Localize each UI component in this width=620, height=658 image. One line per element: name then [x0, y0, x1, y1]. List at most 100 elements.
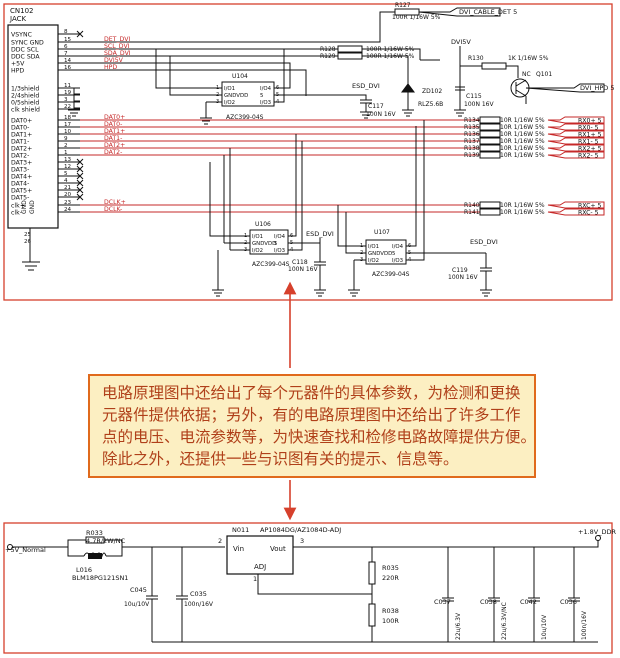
net-label: HPD [104, 64, 117, 71]
c118-value: 100N 16V [288, 266, 318, 273]
ic-pin-label: I/O3 [274, 248, 285, 254]
r038-body [368, 603, 376, 627]
out-cap-ref: C042 [520, 598, 537, 606]
c045-ref: C045 [130, 586, 147, 594]
r035-ref: R035 [382, 564, 399, 572]
clk-res-value: 10R 1/16W 5% [500, 209, 545, 216]
n011-adj: ADJ [254, 563, 266, 571]
out-cap-value: 22u/6.3V [455, 612, 462, 640]
shield-ground [68, 88, 80, 117]
net-label: DAT1+ [104, 128, 125, 135]
rx-res-value: 10R 1/16W 5% [500, 145, 545, 152]
n011-body [226, 535, 294, 575]
clk-resistor [479, 208, 501, 216]
clk-res-ref: R140 [464, 202, 480, 209]
u104-wires-left [155, 49, 222, 125]
pin-number: 4 [64, 178, 68, 184]
ic-pin-label: I/O3 [260, 100, 271, 106]
u107-part: AZC399-04S [372, 271, 410, 278]
u107-body [365, 239, 407, 265]
q101-nc: NC [522, 71, 531, 78]
clk-port [547, 208, 605, 216]
clk-net: RXC+ 5 [578, 203, 602, 210]
c045-value: 10u/10V [124, 601, 150, 608]
rx-res-ref: R139 [464, 152, 480, 159]
r033-body [85, 536, 105, 544]
no-connect-x [76, 193, 84, 201]
dvi-hpd-label: DVI_HPD 5 [580, 84, 615, 92]
ic-pin-label: GNDVDD [224, 93, 248, 99]
cable-det-label: DVI_CABLE_DET 5 [459, 8, 517, 16]
rx-net: RX1+ 5 [578, 132, 602, 139]
u104-ref: U104 [232, 73, 248, 80]
rx-res-value: 10R 1/16W 5% [500, 131, 545, 138]
u107-wires-right [406, 120, 486, 261]
pin-number: 9 [64, 136, 68, 142]
rx-res-ref: R136 [464, 131, 480, 138]
ic-pin-label: 5 [274, 241, 277, 247]
rx-net: RX0+ 5 [578, 118, 602, 125]
connector-name: JACK [9, 15, 26, 23]
c035-value: 100n/16V [184, 601, 214, 608]
out-cap [488, 547, 500, 642]
rx-port [547, 116, 605, 124]
connector-ref: CN102 [10, 7, 34, 15]
c117-ref: C117 [368, 103, 384, 110]
rx-net: RX0- 5 [578, 125, 599, 132]
zd102-ref: ZD102 [422, 88, 442, 95]
u104-part: AZC399-04S [226, 114, 264, 121]
r129-ref: R129 [320, 53, 336, 60]
rx-port [547, 137, 605, 145]
output-capacitors: C03722u/6.3VC03822u/6.3V/NCC04210u/10VC0… [434, 547, 588, 642]
u106-part: AZC399-04S [252, 261, 290, 268]
clk-net: RXC- 5 [578, 210, 599, 217]
connector-net-labels: DET_DVISCL_DVISDA_DVIDVI5VHPDDAT0+DAT0-D… [104, 36, 131, 213]
ic-pin-label: 5 [392, 251, 395, 257]
no-connect-x [76, 179, 84, 187]
pin-number: 13 [64, 157, 72, 163]
pin-name: DAT4+ [11, 174, 32, 181]
rx-res-ref: R138 [464, 145, 480, 152]
pin-name: DDC SCL [11, 47, 39, 54]
c119 [480, 253, 492, 297]
bottom-frame [3, 522, 613, 654]
pin-number: 7 [64, 51, 68, 57]
clk-port [547, 201, 605, 209]
pin-name: 1/3shield [11, 86, 39, 93]
callout-line-1: 电路原理图中还给出了每个元器件的具体参数，为检测和更换 [102, 384, 521, 402]
r130-value: 1K 1/16W 5% [508, 55, 549, 62]
r127-ref: R127 [395, 2, 411, 9]
pin-name: clk- [11, 210, 22, 217]
ic-pin-label: I/O1 [224, 86, 235, 92]
pin-name: 2/4shield [11, 93, 39, 100]
rx-res-ref: R137 [464, 138, 480, 145]
out-cap-value: 10u/10V [541, 614, 548, 640]
net-label: DAT2+ [104, 142, 125, 149]
pin-name: DAT5+ [11, 188, 32, 195]
n011-pin2: 2 [218, 537, 222, 545]
rx-res-value: 10R 1/16W 5% [500, 117, 545, 124]
n011-vout: Vout [270, 545, 286, 553]
out-cap [568, 547, 580, 642]
r130-body [481, 62, 507, 70]
wire-det [80, 11, 395, 43]
pin-number: 8 [64, 29, 68, 35]
c118 [314, 238, 326, 297]
u104-body [221, 81, 275, 107]
q101-leads [420, 59, 527, 104]
top-frame [3, 3, 613, 301]
annotation-callout: 电路原理图中还给出了每个元器件的具体参数，为检测和更换 元器件提供依据；另外，有… [88, 374, 536, 478]
l016-value: BLM18PG121SN1 [72, 574, 128, 582]
r128-ref: R128 [320, 46, 336, 53]
pin-name: DAT0- [11, 125, 29, 132]
rx-resistor [479, 137, 501, 145]
net-label: DAT1- [104, 135, 122, 142]
pin-number: 10 [64, 129, 72, 135]
out-cap-value: 100n/16V [581, 610, 588, 640]
net-label: DAT2- [104, 149, 122, 156]
vout-wire [257, 540, 599, 595]
pin-name: +5V [11, 61, 25, 68]
